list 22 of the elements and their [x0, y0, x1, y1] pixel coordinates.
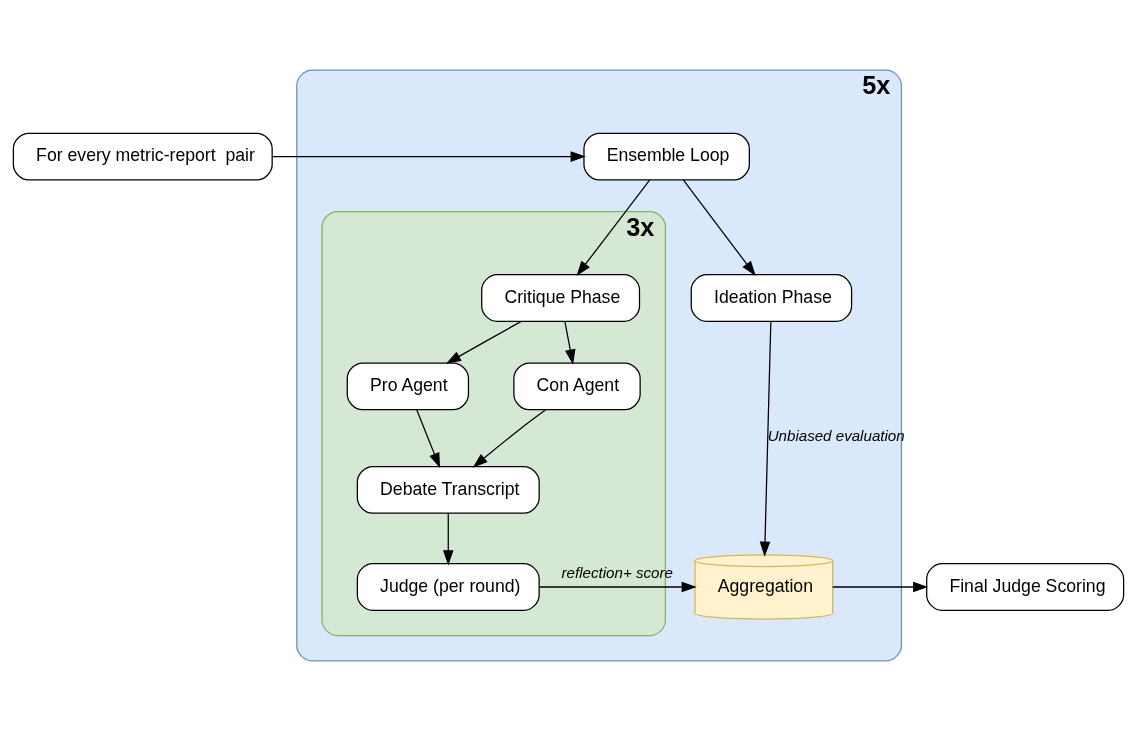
edge-label: reflection+ score — [561, 563, 673, 581]
arrow — [682, 179, 756, 276]
arrow — [564, 320, 576, 365]
node-box: Debate Transcript — [356, 465, 540, 514]
node-box: Judge (per round) — [356, 563, 540, 611]
arrow — [416, 409, 441, 469]
node-box: Critique Phase — [481, 274, 641, 322]
arrow — [271, 151, 586, 162]
node-box: Ideation Phase — [690, 274, 853, 322]
arrow — [832, 581, 929, 593]
arrow — [576, 179, 651, 276]
arrow — [445, 320, 522, 364]
node-box: Ensemble Loop — [583, 132, 750, 181]
node-box: For every metric-report pair — [12, 132, 273, 181]
edge-label: Unbiased evaluation — [767, 426, 905, 444]
node-box: Con Agent — [513, 362, 641, 411]
arrow — [538, 581, 697, 593]
arrow — [759, 321, 772, 557]
node-box: Final Judge Scoring — [926, 563, 1125, 611]
node-box: Pro Agent — [346, 362, 470, 411]
arrow — [472, 409, 547, 468]
arrow — [442, 512, 454, 566]
